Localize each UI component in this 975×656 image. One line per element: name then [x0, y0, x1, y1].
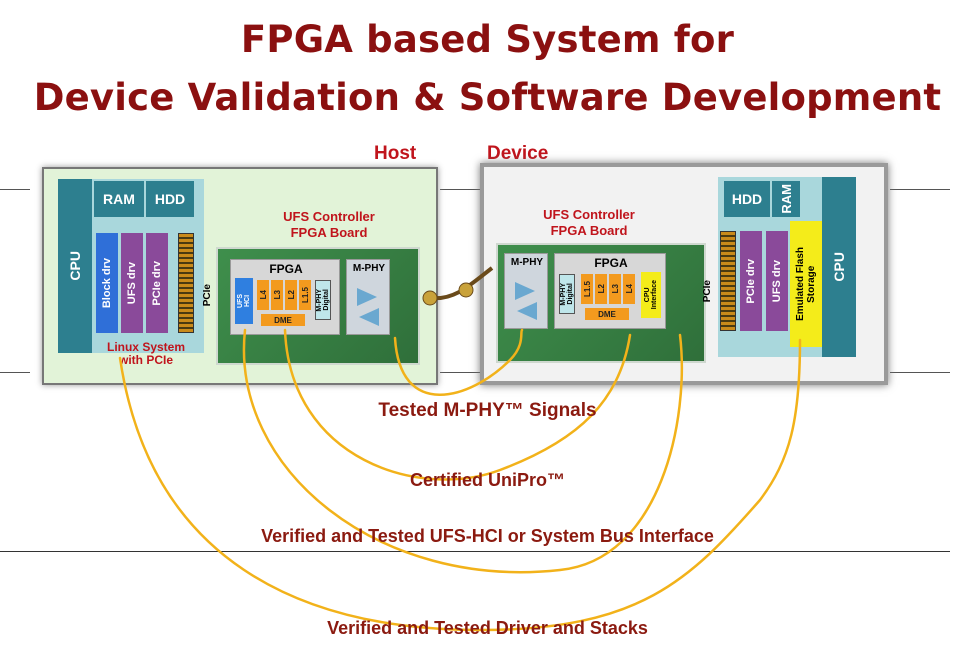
arrow-right-icon [357, 288, 377, 306]
divider [890, 372, 950, 373]
caption-hci: Verified and Tested UFS-HCI or System Bu… [261, 526, 714, 546]
device-ram: RAM [772, 181, 800, 217]
host-layer-l4: L4 [257, 280, 269, 310]
host-fpga-board: FPGA UFS HCI L4 L3 L2 L1.5 M-PHY Digital… [216, 247, 420, 365]
caption-unipro: Certified UniPro™ [409, 470, 565, 490]
device-mphy-digital: M-PHY Digital [559, 274, 575, 314]
device-layer-l4: L4 [623, 274, 635, 304]
divider [0, 551, 950, 552]
caption-mphy: Tested M-PHY™ Signals [378, 400, 597, 421]
host-pcie-driver: PCIe drv [146, 233, 168, 333]
host-pcie-label: PCIe [201, 283, 213, 307]
arrow-right-icon [515, 282, 535, 300]
connector-icon [458, 282, 474, 298]
divider [0, 372, 30, 373]
host-controller-label: UFS Controller FPGA Board [283, 209, 375, 240]
title-line-1: FPGA based System for [240, 18, 735, 61]
device-fpga-label: FPGA [594, 256, 628, 270]
caption-driver: Verified and Tested Driver and Stacks [327, 618, 648, 638]
device-label: Device [487, 143, 549, 164]
host-pcie-slot [178, 233, 194, 333]
host-layer-l2: L2 [285, 280, 297, 310]
divider [0, 189, 30, 190]
device-mphy: M-PHY [504, 253, 548, 329]
title-line-2: Device Validation & Software Development [33, 76, 942, 119]
arrow-left-icon [359, 308, 379, 326]
host-hdd: HDD [146, 181, 194, 217]
host-panel: CPU RAM HDD Block drv UFS drv PCIe drv P… [42, 167, 438, 385]
host-mphy: M-PHY [346, 259, 390, 335]
host-cpu: CPU [58, 179, 92, 353]
host-fpga-chip: FPGA UFS HCI L4 L3 L2 L1.5 M-PHY Digital… [230, 259, 340, 335]
host-label: Host [374, 143, 417, 164]
host-mphy-digital: M-PHY Digital [315, 280, 331, 320]
device-dme: DME [585, 308, 629, 320]
device-cpu-interface: CPU Interface [641, 272, 661, 318]
device-hdd: HDD [724, 181, 770, 217]
host-fpga-label: FPGA [269, 262, 303, 276]
host-ufs-hci: UFS HCI [235, 278, 253, 324]
host-layer-l3: L3 [271, 280, 283, 310]
arrow-left-icon [517, 302, 537, 320]
device-controller-label: UFS Controller FPGA Board [543, 207, 635, 238]
host-block-driver: Block drv [96, 233, 118, 333]
device-layer-l15: L1.5 [581, 274, 593, 304]
device-ufs-driver: UFS drv [766, 231, 788, 331]
device-fpga-board: M-PHY FPGA M-PHY Digital L1.5 L2 L3 L4 C… [496, 243, 706, 363]
device-fpga-chip: FPGA M-PHY Digital L1.5 L2 L3 L4 CPU Int… [554, 253, 666, 329]
device-emulated-flash-storage: Emulated Flash Storage [790, 221, 822, 347]
device-layer-l2: L2 [595, 274, 607, 304]
host-caption: Linux System with PCIe [106, 340, 186, 367]
host-ufs-driver: UFS drv [121, 233, 143, 333]
host-dme: DME [261, 314, 305, 326]
device-pcie-slot [720, 231, 736, 331]
divider [440, 189, 480, 190]
host-ram: RAM [94, 181, 144, 217]
device-layer-l3: L3 [609, 274, 621, 304]
device-pcie-label: PCIe [701, 279, 713, 303]
device-pcie-driver: PCIe drv [740, 231, 762, 331]
divider [440, 372, 480, 373]
device-cpu: CPU [822, 177, 856, 357]
device-panel: UFS Controller FPGA Board M-PHY FPGA M-P… [480, 163, 888, 385]
divider [890, 189, 950, 190]
host-layer-l15: L1.5 [299, 280, 311, 310]
